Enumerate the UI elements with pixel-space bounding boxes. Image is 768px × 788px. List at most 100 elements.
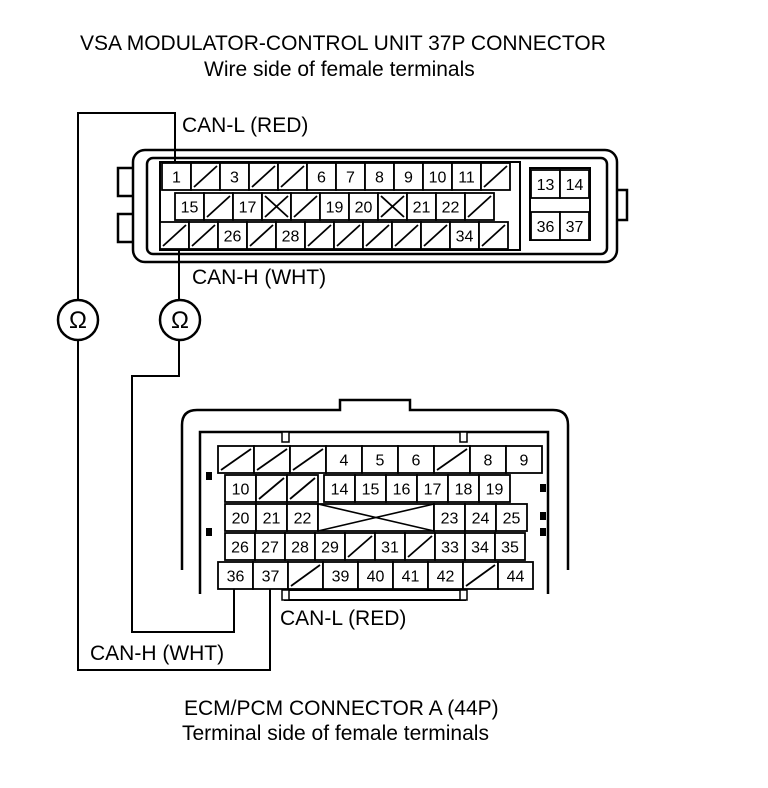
vsa-terminal-20: 20 (348, 192, 379, 221)
vsa-blank-cavity (333, 221, 364, 250)
ecm-terminal-8: 8 (469, 445, 507, 474)
svg-text:34: 34 (471, 540, 489, 557)
vsa-terminal-13: 13 (530, 169, 561, 199)
svg-text:13: 13 (537, 177, 555, 194)
ecm-lock-peg (540, 512, 546, 520)
svg-text:23: 23 (441, 511, 459, 528)
ecm-terminal-19: 19 (478, 474, 511, 503)
ecm-lock-peg (540, 484, 546, 492)
svg-text:34: 34 (456, 229, 474, 246)
vsa-terminal-36: 36 (530, 211, 561, 241)
ecm-blank-cavity (286, 474, 319, 503)
svg-text:5: 5 (376, 453, 385, 470)
svg-text:40: 40 (367, 569, 385, 586)
svg-text:20: 20 (232, 511, 250, 528)
vsa-blank-cavity (377, 192, 408, 221)
svg-text:27: 27 (261, 540, 279, 557)
ecm-blank-cavity (433, 445, 471, 474)
ecm-blank-cavity-wide (317, 503, 435, 532)
svg-text:22: 22 (294, 511, 312, 528)
ecm-terminal-23: 23 (433, 503, 466, 532)
svg-text:18: 18 (455, 482, 473, 499)
svg-text:16: 16 (393, 482, 411, 499)
vsa-terminal-15: 15 (174, 192, 205, 221)
vsa-terminal-37: 37 (559, 211, 590, 241)
ecm-key-notch (281, 589, 290, 601)
ecm-terminal-36: 36 (217, 561, 254, 590)
svg-text:29: 29 (321, 540, 339, 557)
wire-can-h-lower (131, 340, 235, 633)
ohm-symbol-left: Ω (69, 307, 87, 334)
svg-text:14: 14 (331, 482, 349, 499)
vsa-connector-title: VSA MODULATOR-CONTROL UNIT 37P CONNECTOR (80, 32, 606, 55)
ecm-terminal-28: 28 (284, 532, 316, 561)
svg-text:26: 26 (231, 540, 249, 557)
svg-text:19: 19 (326, 200, 344, 217)
ecm-terminal-16: 16 (385, 474, 418, 503)
svg-text:6: 6 (412, 453, 421, 470)
vsa-terminal-14: 14 (559, 169, 590, 199)
vsa-blank-cavity (362, 221, 393, 250)
svg-text:37: 37 (566, 219, 584, 236)
svg-text:19: 19 (486, 482, 504, 499)
svg-text:14: 14 (566, 177, 584, 194)
ecm-terminal-26: 26 (224, 532, 256, 561)
svg-text:35: 35 (501, 540, 519, 557)
ecm-terminal-14: 14 (323, 474, 356, 503)
can-h-label-bottom: CAN-H (WHT) (90, 642, 225, 665)
svg-text:15: 15 (362, 482, 380, 499)
vsa-terminal-26: 26 (217, 221, 248, 250)
svg-text:7: 7 (346, 170, 355, 187)
vsa-housing-inner (145, 156, 609, 256)
svg-text:4: 4 (340, 453, 349, 470)
svg-text:36: 36 (227, 569, 245, 586)
ecm-terminal-4: 4 (325, 445, 363, 474)
ecm-terminal-6: 6 (397, 445, 435, 474)
ecm-terminal-37: 37 (252, 561, 289, 590)
ecm-terminal-41: 41 (392, 561, 429, 590)
ecm-terminal-22: 22 (286, 503, 319, 532)
vsa-blank-cavity (478, 221, 509, 250)
ecm-terminal-25: 25 (495, 503, 528, 532)
ecm-key-notch (281, 431, 290, 443)
ecm-terminal-10: 10 (224, 474, 257, 503)
svg-text:3: 3 (230, 170, 239, 187)
svg-text:9: 9 (520, 453, 529, 470)
svg-text:44: 44 (507, 569, 525, 586)
svg-text:39: 39 (332, 569, 350, 586)
vsa-blank-cavity (304, 221, 335, 250)
vsa-connector-subtitle: Wire side of female terminals (204, 58, 475, 81)
svg-text:21: 21 (413, 200, 431, 217)
svg-text:8: 8 (375, 170, 384, 187)
vsa-left-tab-upper (116, 166, 133, 198)
ecm-terminal-29: 29 (314, 532, 346, 561)
ecm-terminal-20: 20 (224, 503, 257, 532)
ecm-key-notch (459, 589, 468, 601)
vsa-blank-cavity (190, 162, 221, 191)
vsa-terminal-11: 11 (451, 162, 482, 191)
ecm-terminal-17: 17 (416, 474, 449, 503)
ecm-blank-cavity (462, 561, 499, 590)
ecm-blank-cavity (255, 474, 288, 503)
ecm-blank-cavity (344, 532, 376, 561)
svg-text:33: 33 (441, 540, 459, 557)
ecm-terminal-40: 40 (357, 561, 394, 590)
ecm-terminal-42: 42 (427, 561, 464, 590)
ecm-housing-outer (180, 398, 570, 570)
ecm-terminal-31: 31 (374, 532, 406, 561)
vsa-terminal-9: 9 (393, 162, 424, 191)
svg-text:15: 15 (181, 200, 199, 217)
vsa-blank-cavity (464, 192, 495, 221)
svg-text:28: 28 (282, 229, 300, 246)
ecm-connector-subtitle: Terminal side of female terminals (182, 722, 489, 745)
ecm-blank-cavity (253, 445, 291, 474)
ecm-blank-cavity (217, 445, 255, 474)
ecm-connector-title: ECM/PCM CONNECTOR A (44P) (184, 697, 499, 720)
ecm-terminal-39: 39 (322, 561, 359, 590)
ohmmeter-left-icon (56, 298, 100, 342)
vsa-terminal-22: 22 (435, 192, 466, 221)
vsa-terminal-6: 6 (306, 162, 337, 191)
vsa-terminal-21: 21 (406, 192, 437, 221)
